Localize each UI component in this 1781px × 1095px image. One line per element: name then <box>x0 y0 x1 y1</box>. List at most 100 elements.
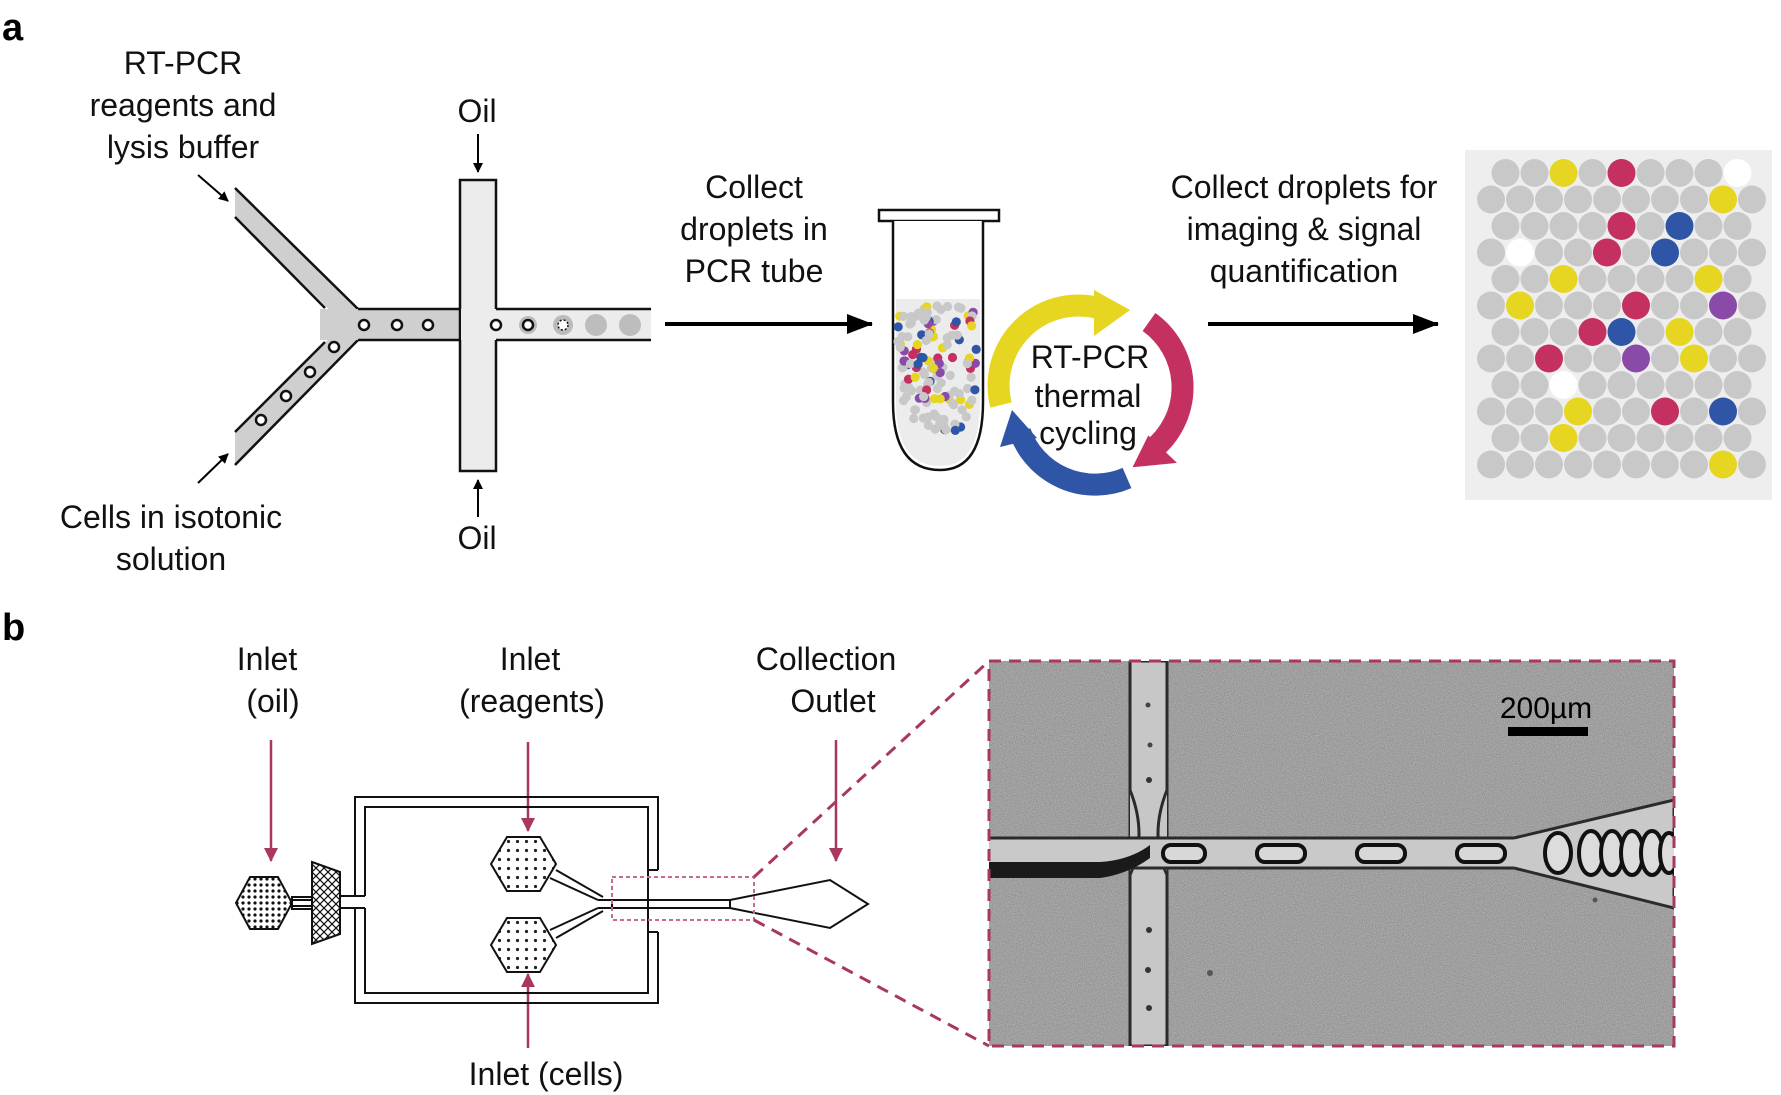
tube-droplet <box>905 359 916 369</box>
scale-bar-label: 200µm <box>1500 692 1592 725</box>
droplet <box>1709 238 1737 267</box>
droplet <box>1520 159 1549 187</box>
tube-droplet <box>918 353 928 363</box>
droplet <box>1535 185 1563 214</box>
tube-droplet <box>971 344 981 354</box>
droplet <box>1593 450 1621 479</box>
droplet <box>1549 318 1578 346</box>
droplet <box>1651 238 1679 267</box>
droplet <box>1477 185 1505 214</box>
tube-droplet <box>942 340 952 350</box>
tube-droplet <box>905 319 915 329</box>
droplet <box>1738 185 1766 214</box>
droplet <box>1723 212 1752 240</box>
tube-droplet <box>951 317 961 327</box>
droplet <box>1491 159 1520 187</box>
droplet <box>1593 397 1621 426</box>
tube-droplet <box>970 385 980 395</box>
tube-droplet <box>921 335 931 346</box>
droplet <box>1607 212 1636 240</box>
droplet <box>1665 424 1694 452</box>
droplet <box>1607 159 1636 187</box>
droplet <box>1636 424 1665 452</box>
droplet <box>1738 238 1766 267</box>
droplet <box>1506 291 1534 320</box>
cycle-label-line-2: thermal <box>1035 378 1142 414</box>
collect-imaging-label: Collect droplets for imaging & signal qu… <box>1171 169 1438 289</box>
inlet-reagents-line-2: (reagents) <box>459 683 605 719</box>
reagent-label-line-1: RT-PCR <box>124 45 243 81</box>
droplet <box>1651 185 1679 214</box>
tube-droplet <box>967 395 977 405</box>
cells-arrow <box>197 453 229 484</box>
droplet <box>1607 318 1636 346</box>
droplet <box>1636 159 1665 187</box>
droplet <box>1520 371 1549 399</box>
droplet-array <box>1465 150 1772 500</box>
droplet <box>1477 450 1505 479</box>
droplet <box>1520 318 1549 346</box>
tube-droplet <box>928 363 939 373</box>
droplet <box>1564 238 1592 267</box>
droplet <box>1694 159 1723 187</box>
droplet <box>1564 185 1592 214</box>
tube-droplet <box>913 359 923 369</box>
droplet <box>1535 238 1563 267</box>
droplet <box>1520 212 1549 240</box>
droplet <box>1723 424 1752 452</box>
droplet <box>1491 265 1520 293</box>
droplet <box>1564 397 1592 426</box>
droplet <box>1680 238 1708 267</box>
droplet <box>1738 397 1766 426</box>
droplet <box>1709 397 1737 426</box>
tube-droplet <box>942 333 952 343</box>
droplet <box>1665 159 1694 187</box>
droplet <box>1607 371 1636 399</box>
tube-droplet <box>952 330 962 340</box>
thermal-cycle-label: RT-PCR thermal cycling <box>1031 339 1150 451</box>
oil-bottom-label: Oil <box>457 520 496 556</box>
tube-droplet <box>935 368 945 378</box>
collect-tube-line-3: PCR tube <box>685 253 824 289</box>
collection-outlet-label: Collection Outlet <box>756 641 897 719</box>
droplet <box>1665 318 1694 346</box>
reagent-label-line-3: lysis buffer <box>107 129 260 165</box>
droplet <box>1622 291 1650 320</box>
tube-droplet <box>898 311 909 321</box>
cells-label-line-2: solution <box>116 541 226 577</box>
droplet <box>1506 185 1534 214</box>
droplet <box>1477 291 1505 320</box>
droplet <box>1622 238 1650 267</box>
droplet <box>1651 450 1679 479</box>
droplet <box>1506 238 1534 267</box>
tube-droplet <box>893 336 903 347</box>
droplet <box>1694 318 1723 346</box>
droplet-grid <box>1477 159 1766 479</box>
tube-droplet <box>935 394 945 404</box>
droplet <box>1491 318 1520 346</box>
tube-droplet <box>948 398 958 409</box>
droplet <box>1723 318 1752 346</box>
droplet <box>1506 397 1534 426</box>
tube-droplet <box>950 425 960 435</box>
droplet <box>1593 185 1621 214</box>
droplet <box>1680 344 1708 373</box>
droplet <box>1738 344 1766 373</box>
droplet <box>1723 265 1752 293</box>
droplet <box>1680 291 1708 320</box>
droplet <box>1723 371 1752 399</box>
droplet <box>1593 291 1621 320</box>
tube-droplet <box>932 384 942 394</box>
droplet <box>1709 291 1737 320</box>
tube-droplets <box>893 301 981 435</box>
droplet <box>1709 450 1737 479</box>
chip-zoom-box <box>611 876 755 921</box>
droplet <box>1477 344 1505 373</box>
tube-droplet <box>932 301 942 311</box>
inlet-oil-line-1: Inlet <box>237 641 298 677</box>
droplet <box>1738 291 1766 320</box>
collect-tube-line-2: droplets in <box>680 211 828 247</box>
tube-droplet <box>906 386 917 396</box>
tube-droplet <box>903 332 913 342</box>
